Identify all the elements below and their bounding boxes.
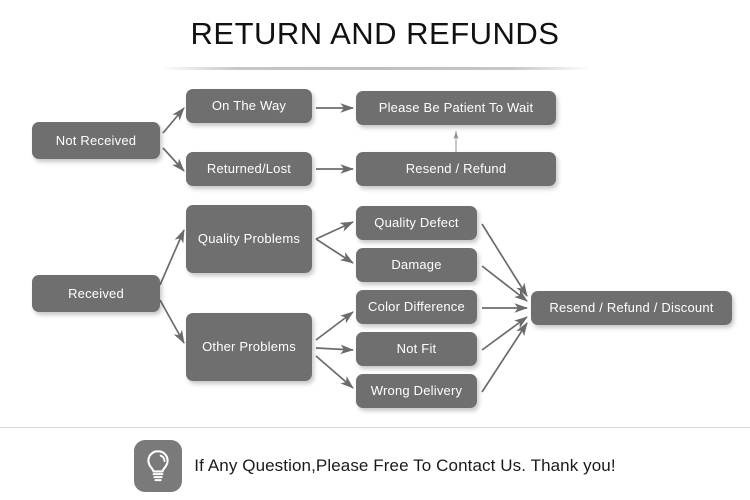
arrow-not-received-to-returned-lost <box>162 147 185 172</box>
title-divider <box>160 67 590 70</box>
node-received[interactable]: Received <box>32 275 160 312</box>
footer: If Any Question,Please Free To Contact U… <box>0 436 750 496</box>
arrow-other-problems-to-wrong-delivery <box>315 355 354 389</box>
node-quality-defect[interactable]: Quality Defect <box>356 206 477 240</box>
node-label: Resend / Refund <box>405 161 507 177</box>
node-label: Returned/Lost <box>206 161 292 177</box>
node-color-difference[interactable]: Color Difference <box>356 290 477 324</box>
node-label: Damage <box>391 257 442 273</box>
footer-divider <box>0 427 750 428</box>
node-wrong-delivery[interactable]: Wrong Delivery <box>356 374 477 408</box>
arrow-quality-defect-to-outcome <box>481 223 528 297</box>
page-title: RETURN AND REFUNDS <box>190 16 560 51</box>
node-resend-refund-discount[interactable]: Resend / Refund / Discount <box>531 291 732 325</box>
arrow-not-fit-to-outcome <box>481 316 528 351</box>
node-label: Other Problems <box>202 339 296 355</box>
node-please-be-patient-to-wait[interactable]: Please Be Patient To Wait <box>356 91 556 125</box>
arrow-quality-problems-to-damage <box>315 238 354 264</box>
arrow-damage-to-outcome <box>481 265 528 302</box>
arrow-received-to-other-problems <box>159 299 185 344</box>
node-label: Please Be Patient To Wait <box>378 100 534 116</box>
node-label: On The Way <box>211 98 287 114</box>
arrow-wrong-delivery-to-outcome <box>481 322 528 393</box>
node-label: Color Difference <box>368 299 465 315</box>
arrow-received-to-quality-problems <box>159 229 185 286</box>
node-label: Quality Defect <box>374 215 459 231</box>
node-not-fit[interactable]: Not Fit <box>356 332 477 366</box>
lightbulb-icon <box>134 440 183 492</box>
node-label: Not Received <box>55 132 137 148</box>
node-quality-problems[interactable]: Quality Problems <box>186 205 312 273</box>
footer-contact-message: If Any Question,Please Free To Contact U… <box>194 456 616 475</box>
node-label: Not Fit <box>396 341 437 357</box>
node-resend-refund[interactable]: Resend / Refund <box>356 152 556 186</box>
node-not-received[interactable]: Not Received <box>32 122 160 159</box>
node-on-the-way[interactable]: On The Way <box>186 89 312 123</box>
arrow-other-problems-to-color-difference <box>315 311 354 341</box>
node-other-problems[interactable]: Other Problems <box>186 313 312 381</box>
arrow-quality-problems-to-quality-defect <box>315 221 354 240</box>
node-returned-lost[interactable]: Returned/Lost <box>186 152 312 186</box>
node-damage[interactable]: Damage <box>356 248 477 282</box>
node-label: Wrong Delivery <box>370 383 463 399</box>
node-label: Resend / Refund / Discount <box>549 300 714 316</box>
node-label: Received <box>68 285 124 301</box>
arrow-not-received-to-on-the-way <box>162 107 185 134</box>
arrow-other-problems-to-not-fit <box>315 344 355 355</box>
node-label: Quality Problems <box>197 231 301 247</box>
